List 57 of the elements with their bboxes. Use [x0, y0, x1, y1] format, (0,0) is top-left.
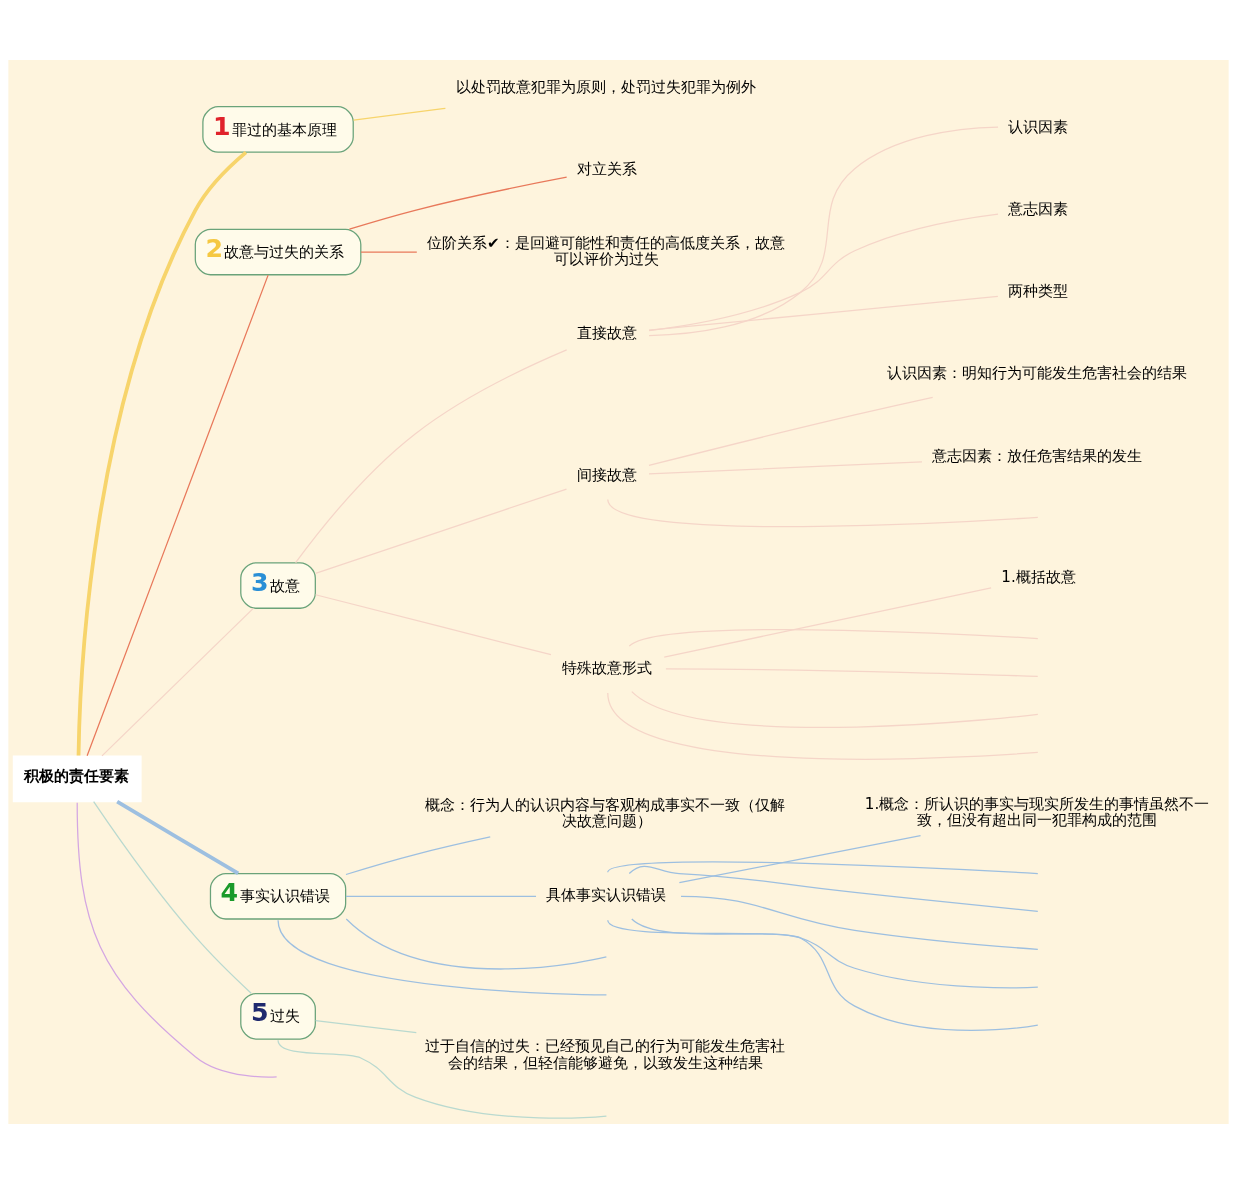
node-box: 3故意	[240, 561, 316, 609]
connector	[345, 895, 537, 897]
connector	[628, 628, 1039, 647]
connector	[631, 690, 1039, 728]
node-text: 过于自信的过失：已经预见自己的行为可能发生危害社会的结果，但轻信能够避免，以致发生这种结果	[425, 1036, 786, 1072]
connector	[648, 396, 934, 466]
connector	[314, 487, 568, 574]
connector	[665, 667, 1039, 677]
node-text: 概念：行为人的认识内容与客观构成事实不一致（仅解决故意问题）	[425, 795, 786, 830]
connector	[607, 691, 1039, 760]
connector	[314, 593, 552, 655]
node-text: 1.概括故意	[1001, 567, 1076, 586]
node-box: 积极的责任要素	[12, 754, 142, 802]
connector	[277, 1039, 608, 1119]
connector	[76, 801, 278, 1078]
connector	[86, 273, 269, 756]
connector	[345, 835, 491, 875]
connector	[663, 586, 992, 658]
node-text: 意志因素：放任危害结果的发生	[932, 446, 1143, 465]
node-text: 认识因素：明知行为可能发生危害社会的结果	[886, 363, 1187, 382]
connector	[648, 295, 999, 331]
node-box: 2故意与过失的关系	[194, 228, 362, 275]
connector	[352, 107, 447, 121]
connector	[648, 212, 999, 331]
node-box: 4事实认识错误	[209, 872, 347, 920]
connector	[680, 895, 1039, 950]
connector	[607, 498, 1039, 527]
connector	[648, 460, 923, 474]
node-text: 两种类型	[1008, 281, 1069, 300]
connector	[277, 919, 608, 995]
connector	[648, 125, 999, 336]
node-box: 5过失	[240, 992, 316, 1040]
node-text: 位阶关系✔：是回避可能性和责任的高低度关系，故意可以评价为过失	[427, 233, 785, 268]
node-text: 以处罚故意犯罪为原则，处罚过失犯罪为例外	[455, 77, 756, 96]
connector	[314, 1019, 417, 1033]
node-text: 间接故意	[576, 465, 637, 484]
connector	[628, 865, 1039, 912]
connector	[607, 919, 1039, 1031]
connector	[607, 860, 1039, 874]
connector	[631, 917, 1039, 988]
connector	[101, 607, 254, 756]
node-text: 意志因素	[1008, 199, 1069, 218]
connector	[295, 348, 568, 563]
node-text: 直接故意	[576, 323, 637, 342]
connector	[93, 800, 252, 994]
connector	[360, 250, 418, 253]
node-text: 特殊故意形式	[561, 658, 652, 677]
connector	[116, 799, 240, 875]
connector	[345, 917, 607, 970]
connector	[76, 150, 248, 756]
node-text: 对立关系	[576, 159, 637, 178]
connector	[348, 176, 568, 230]
node-box: 1罪过的基本原理	[202, 105, 354, 153]
node-text: 认识因素	[1008, 117, 1069, 136]
node-text: 1.概念：所认识的事实与现实所发生的事情虽然不一致，但没有超出同一犯罪构成的范围	[864, 794, 1210, 829]
node-text: 具体事实认识错误	[546, 885, 667, 904]
connector	[678, 834, 922, 883]
